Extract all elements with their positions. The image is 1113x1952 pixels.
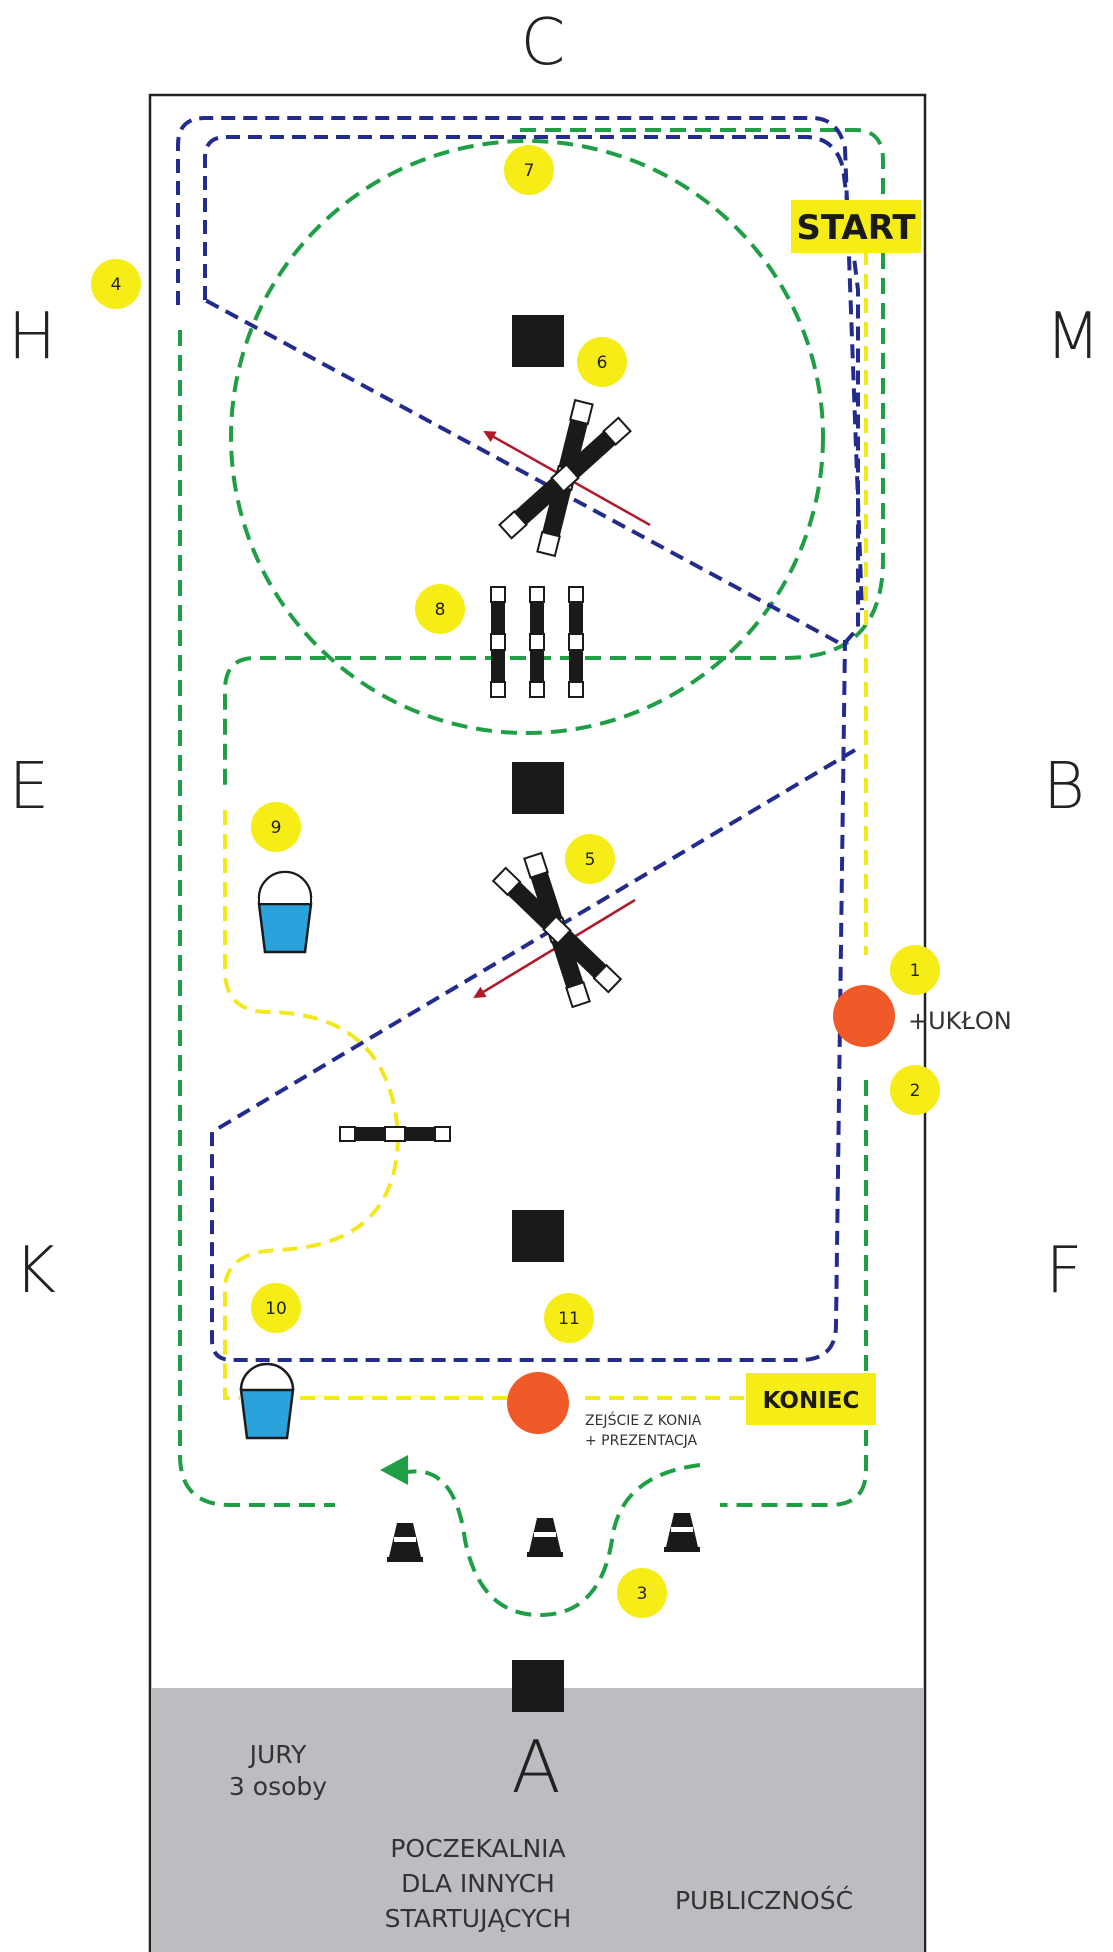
- black-marker-square: [512, 1210, 564, 1262]
- audience-label: PUBLICZNOŚĆ: [675, 1885, 853, 1915]
- green-route: [178, 128, 885, 1618]
- yellow-route: [223, 250, 868, 1400]
- badge-9: 9: [251, 802, 301, 852]
- bucket-icon: [257, 870, 313, 954]
- jury-label-line1: JURY: [248, 1740, 307, 1769]
- svg-text:10: 10: [265, 1299, 287, 1319]
- uklon-label: +UKŁON: [908, 1007, 1012, 1035]
- badge-11: 11: [544, 1293, 594, 1343]
- badge-3: 3: [617, 1568, 667, 1618]
- green-circle-route: [229, 139, 825, 735]
- svg-text:4: 4: [111, 275, 122, 295]
- svg-text:2: 2: [910, 1081, 921, 1101]
- start-label: START: [796, 208, 916, 248]
- koniec-label-bg: [746, 1373, 876, 1425]
- black-marker-square: [512, 762, 564, 814]
- arena-letter-e: E: [9, 750, 49, 824]
- waiting-area-label-line2: DLA INNYCH: [401, 1869, 555, 1898]
- arena-letter-h: H: [8, 300, 56, 374]
- badge-7: 7: [504, 145, 554, 195]
- crossed-poles-lower: [491, 851, 623, 1009]
- svg-text:9: 9: [271, 818, 282, 838]
- parallel-poles: [490, 586, 584, 698]
- green-cone-slalom-route: [407, 1463, 701, 1618]
- green-outer-route: [178, 330, 335, 1507]
- orange-marker: [833, 985, 895, 1047]
- black-marker-square: [512, 1660, 564, 1712]
- spectator-area: [151, 1688, 924, 1952]
- svg-text:1: 1: [910, 961, 921, 981]
- dismount-label-line2: + PREZENTACJA: [585, 1433, 698, 1449]
- cone-icon: [527, 1518, 563, 1557]
- badge-5: 5: [565, 834, 615, 884]
- black-marker-square: [512, 315, 564, 367]
- blue-outer-route: [176, 116, 864, 611]
- svg-text:3: 3: [637, 1584, 648, 1604]
- arena-letter-b: B: [1043, 750, 1085, 824]
- badge-8: 8: [415, 584, 465, 634]
- arena-letter-a: A: [511, 1725, 560, 1809]
- badge-4: 4: [91, 259, 141, 309]
- start-label-bg: [791, 200, 921, 253]
- svg-text:5: 5: [585, 850, 596, 870]
- crossed-poles-upper: [498, 398, 632, 558]
- svg-text:8: 8: [435, 600, 446, 620]
- bucket-icon: [239, 1362, 295, 1440]
- koniec-label: KONIEC: [763, 1388, 860, 1414]
- svg-text:11: 11: [558, 1309, 580, 1329]
- badge-1: 1: [890, 945, 940, 995]
- waiting-area-label-line3: STARTUJĄCYCH: [385, 1904, 572, 1933]
- badge-6: 6: [577, 337, 627, 387]
- jury-label-line2: 3 osoby: [229, 1772, 327, 1801]
- horizontal-pole: [339, 1126, 451, 1142]
- orange-marker: [507, 1372, 569, 1434]
- yellow-left-route: [223, 810, 401, 1400]
- arena-boundary: [148, 93, 927, 1952]
- cone-icon: [664, 1513, 700, 1552]
- svg-text:7: 7: [524, 161, 535, 181]
- green-arrowhead: [380, 1455, 408, 1485]
- blue-route: [176, 116, 864, 1362]
- badge-10: 10: [251, 1283, 301, 1333]
- arena-letter-k: K: [14, 1234, 56, 1308]
- arena-letter-c: C: [521, 6, 566, 80]
- arena-letter-f: F: [1046, 1234, 1083, 1308]
- dismount-label-line1: ZEJŚCIE Z KONIA: [585, 1411, 702, 1429]
- green-top-right-route: [223, 128, 885, 790]
- waiting-area-label-line1: POCZEKALNIA: [390, 1834, 565, 1863]
- badge-2: 2: [890, 1065, 940, 1115]
- cone-icon: [387, 1523, 423, 1562]
- svg-text:6: 6: [597, 353, 608, 373]
- arena-letter-m: M: [1045, 300, 1100, 374]
- blue-diagonal-upper: [203, 135, 860, 648]
